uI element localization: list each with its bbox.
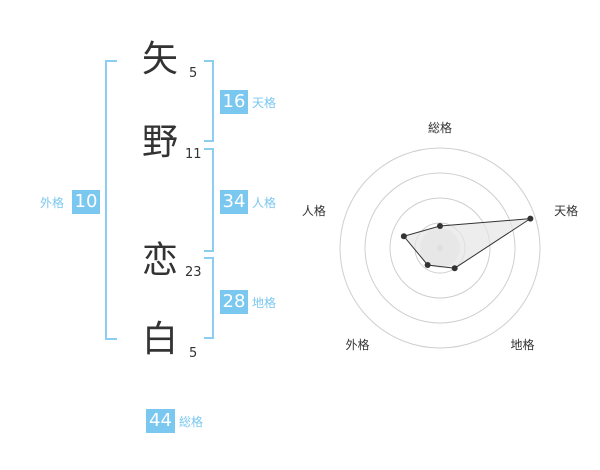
radar-point bbox=[424, 261, 431, 268]
soukaku-value: 44 bbox=[146, 409, 175, 433]
soukaku-label: 総格 bbox=[179, 415, 204, 429]
gaikaku-value: 10 bbox=[72, 190, 100, 214]
gaikaku-label: 外格 bbox=[40, 196, 65, 210]
radar-point bbox=[527, 215, 534, 222]
name-char-2: 野 bbox=[142, 122, 179, 163]
jinkaku-bracket bbox=[204, 148, 214, 252]
radar-ring bbox=[389, 197, 491, 299]
name-char-2-strokes: 11 bbox=[185, 147, 202, 162]
radar-axis-label: 総格 bbox=[428, 120, 452, 135]
name-char-3-strokes: 23 bbox=[185, 265, 202, 280]
name-char-4-strokes: 5 bbox=[189, 346, 198, 361]
chikaku-bracket bbox=[204, 257, 214, 339]
jinkaku-value: 34 bbox=[220, 190, 248, 214]
tenkaku-bracket bbox=[204, 60, 214, 142]
radar-point bbox=[451, 265, 458, 272]
radar-axis-label: 天格 bbox=[554, 203, 578, 218]
radar-axis-label: 地格 bbox=[511, 337, 535, 352]
gaikaku-bracket bbox=[105, 60, 117, 340]
radar-ring bbox=[339, 147, 541, 349]
name-char-4: 白 bbox=[142, 319, 179, 360]
name-char-3: 恋 bbox=[142, 240, 179, 281]
radar-axis-label: 人格 bbox=[302, 203, 326, 218]
radar-axis-label: 外格 bbox=[345, 337, 369, 352]
chikaku-value: 28 bbox=[220, 290, 248, 314]
radar-point bbox=[400, 233, 407, 240]
name-char-1-strokes: 5 bbox=[189, 66, 198, 81]
chikaku-label: 地格 bbox=[252, 296, 277, 310]
radar-series-polygon bbox=[402, 218, 531, 269]
jinkaku-label: 人格 bbox=[252, 196, 277, 210]
radar-ring bbox=[364, 172, 516, 324]
tenkaku-label: 天格 bbox=[252, 96, 277, 110]
name-char-1: 矢 bbox=[142, 39, 179, 80]
tenkaku-value: 16 bbox=[220, 90, 248, 114]
radar-point bbox=[437, 223, 443, 229]
